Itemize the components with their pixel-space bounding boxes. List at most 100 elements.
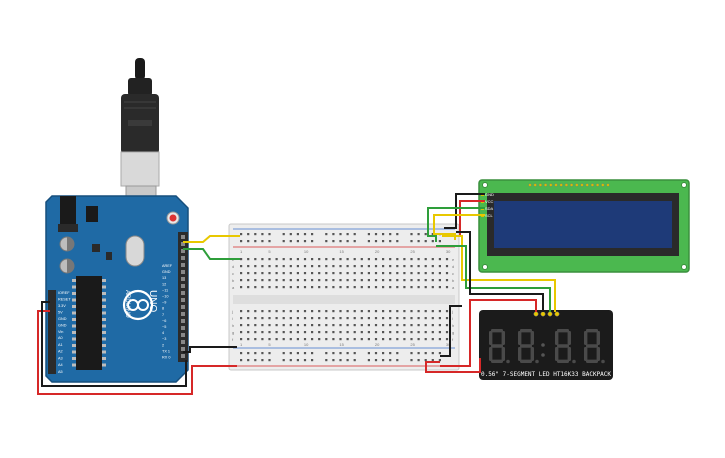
breadboard-hole[interactable] bbox=[240, 352, 243, 355]
breadboard-hole[interactable] bbox=[332, 324, 335, 327]
breadboard-hole[interactable] bbox=[261, 272, 264, 275]
breadboard-hole[interactable] bbox=[410, 265, 413, 268]
breadboard-hole[interactable] bbox=[275, 338, 278, 341]
breadboard-hole[interactable] bbox=[431, 352, 434, 355]
breadboard-hole[interactable] bbox=[303, 317, 307, 320]
breadboard-hole[interactable] bbox=[403, 286, 406, 289]
breadboard-hole[interactable] bbox=[282, 279, 285, 282]
breadboard-hole[interactable] bbox=[261, 331, 264, 334]
breadboard-hole[interactable] bbox=[374, 258, 378, 261]
breadboard-hole[interactable] bbox=[424, 286, 427, 289]
breadboard-hole[interactable] bbox=[240, 258, 243, 261]
breadboard-hole[interactable] bbox=[332, 272, 335, 275]
breadboard-hole[interactable] bbox=[424, 310, 427, 313]
breadboard-hole[interactable] bbox=[396, 258, 399, 261]
breadboard-hole[interactable] bbox=[403, 324, 406, 327]
breadboard-hole[interactable] bbox=[374, 324, 378, 327]
breadboard-hole[interactable] bbox=[445, 258, 449, 261]
breadboard-hole[interactable] bbox=[318, 286, 321, 289]
header-pin[interactable] bbox=[181, 270, 185, 274]
breadboard-hole[interactable] bbox=[360, 258, 363, 261]
breadboard-hole[interactable] bbox=[332, 233, 335, 236]
breadboard-hole[interactable] bbox=[382, 331, 385, 334]
breadboard-hole[interactable] bbox=[254, 272, 257, 275]
breadboard-hole[interactable] bbox=[424, 279, 427, 282]
header-pin[interactable] bbox=[181, 312, 185, 316]
wire-green-segment[interactable] bbox=[436, 245, 551, 312]
breadboard-hole[interactable] bbox=[346, 310, 349, 313]
breadboard-hole[interactable] bbox=[303, 286, 307, 289]
breadboard-hole[interactable] bbox=[325, 352, 328, 355]
breadboard-hole[interactable] bbox=[382, 352, 385, 355]
breadboard-hole[interactable] bbox=[389, 352, 392, 355]
breadboard-hole[interactable] bbox=[417, 265, 420, 268]
breadboard-hole[interactable] bbox=[247, 317, 250, 320]
breadboard-hole[interactable] bbox=[261, 279, 264, 282]
breadboard-hole[interactable] bbox=[424, 352, 427, 355]
breadboard-hole[interactable] bbox=[318, 331, 321, 334]
breadboard-hole[interactable] bbox=[339, 265, 342, 268]
breadboard-hole[interactable] bbox=[431, 240, 434, 243]
breadboard-hole[interactable] bbox=[367, 310, 370, 313]
breadboard-hole[interactable] bbox=[311, 265, 314, 268]
breadboard-hole[interactable] bbox=[311, 359, 314, 362]
breadboard-hole[interactable] bbox=[318, 310, 321, 313]
breadboard-hole[interactable] bbox=[268, 331, 271, 334]
breadboard-hole[interactable] bbox=[296, 338, 299, 341]
breadboard-hole[interactable] bbox=[417, 272, 420, 275]
breadboard-hole[interactable] bbox=[303, 240, 307, 243]
breadboard-hole[interactable] bbox=[254, 279, 257, 282]
breadboard-hole[interactable] bbox=[431, 272, 434, 275]
breadboard-hole[interactable] bbox=[303, 352, 307, 355]
breadboard-hole[interactable] bbox=[268, 286, 271, 289]
breadboard-hole[interactable] bbox=[360, 272, 363, 275]
breadboard-hole[interactable] bbox=[417, 233, 420, 236]
breadboard-hole[interactable] bbox=[303, 265, 307, 268]
breadboard-hole[interactable] bbox=[346, 265, 349, 268]
breadboard-hole[interactable] bbox=[289, 331, 292, 334]
breadboard-hole[interactable] bbox=[346, 233, 349, 236]
breadboard-hole[interactable] bbox=[289, 317, 292, 320]
breadboard-hole[interactable] bbox=[240, 265, 243, 268]
breadboard-hole[interactable] bbox=[254, 352, 257, 355]
breadboard-hole[interactable] bbox=[367, 233, 370, 236]
breadboard-hole[interactable] bbox=[417, 359, 420, 362]
breadboard-hole[interactable] bbox=[445, 272, 449, 275]
breadboard-hole[interactable] bbox=[396, 265, 399, 268]
breadboard-hole[interactable] bbox=[268, 317, 271, 320]
breadboard-hole[interactable] bbox=[247, 286, 250, 289]
breadboard-hole[interactable] bbox=[396, 324, 399, 327]
breadboard-hole[interactable] bbox=[374, 272, 378, 275]
breadboard-hole[interactable] bbox=[254, 265, 257, 268]
breadboard-hole[interactable] bbox=[353, 331, 356, 334]
breadboard-hole[interactable] bbox=[396, 352, 399, 355]
breadboard-hole[interactable] bbox=[261, 324, 264, 327]
breadboard-hole[interactable] bbox=[431, 338, 434, 341]
breadboard-hole[interactable] bbox=[360, 265, 363, 268]
breadboard-hole[interactable] bbox=[353, 279, 356, 282]
breadboard-hole[interactable] bbox=[396, 317, 399, 320]
breadboard-hole[interactable] bbox=[396, 338, 399, 341]
breadboard-hole[interactable] bbox=[311, 331, 314, 334]
breadboard-hole[interactable] bbox=[431, 233, 434, 236]
wire-red-arduino[interactable] bbox=[37, 310, 237, 395]
breadboard-hole[interactable] bbox=[431, 286, 434, 289]
breadboard-hole[interactable] bbox=[261, 240, 264, 243]
seven-segment-display[interactable]: 0.56" 7-SEGMENT LED HT16K33 BACKPACK bbox=[479, 310, 613, 380]
breadboard-hole[interactable] bbox=[332, 240, 335, 243]
breadboard-hole[interactable] bbox=[247, 233, 250, 236]
breadboard-hole[interactable] bbox=[374, 338, 378, 341]
breadboard-hole[interactable] bbox=[289, 338, 292, 341]
breadboard-hole[interactable] bbox=[360, 317, 363, 320]
breadboard-hole[interactable] bbox=[268, 279, 271, 282]
breadboard-hole[interactable] bbox=[367, 359, 370, 362]
header-pin[interactable] bbox=[181, 333, 185, 337]
header-pin[interactable] bbox=[181, 284, 185, 288]
breadboard-hole[interactable] bbox=[424, 265, 427, 268]
breadboard-hole[interactable] bbox=[318, 338, 321, 341]
header-pin[interactable] bbox=[181, 291, 185, 295]
breadboard-hole[interactable] bbox=[403, 310, 406, 313]
breadboard-hole[interactable] bbox=[353, 310, 356, 313]
breadboard-hole[interactable] bbox=[282, 240, 285, 243]
breadboard-hole[interactable] bbox=[417, 324, 420, 327]
